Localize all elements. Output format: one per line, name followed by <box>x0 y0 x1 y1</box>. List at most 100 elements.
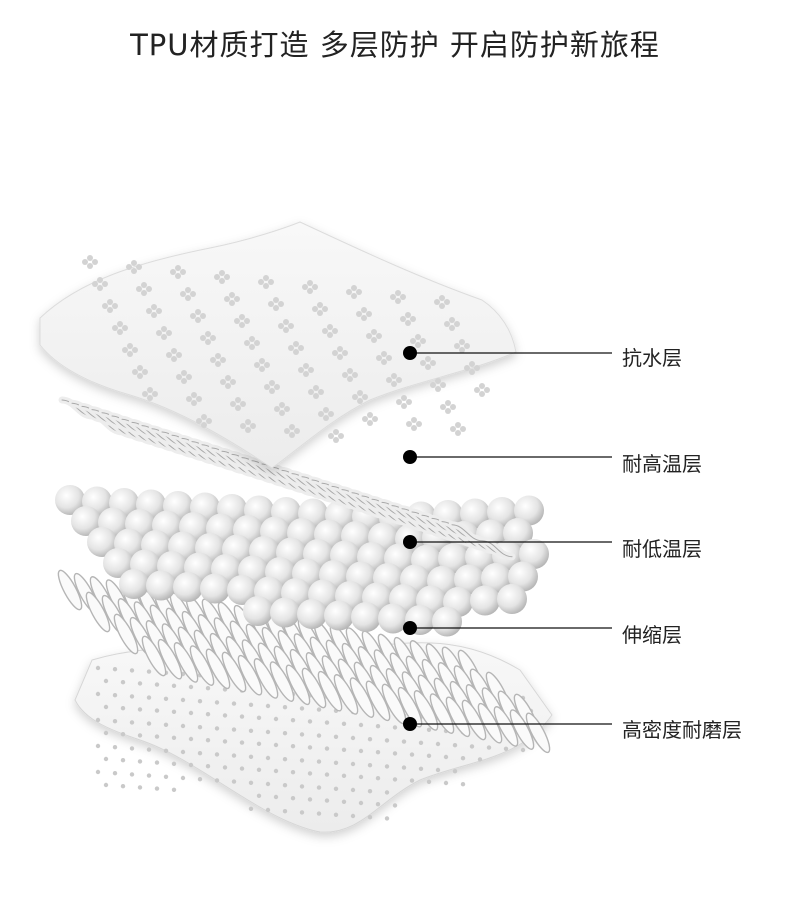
cross-perforation <box>312 302 328 316</box>
cross-perforation <box>102 299 118 313</box>
callout-dot-water-resistant <box>403 346 417 360</box>
perforation-dot <box>197 725 203 730</box>
perforation-dot <box>120 732 126 737</box>
perforation-dot <box>273 716 279 722</box>
perforation-dot <box>435 767 441 773</box>
perforation-dot <box>137 785 143 790</box>
cross-perforation <box>400 312 416 326</box>
perforation-dot <box>112 745 118 750</box>
cross-perforation <box>298 363 314 377</box>
perforation-dot <box>188 736 194 742</box>
cross-perforation <box>210 353 226 367</box>
cross-perforation <box>132 365 148 379</box>
perforation-dot <box>197 751 203 756</box>
coil-loop <box>157 638 183 680</box>
perforation-dot <box>95 665 101 671</box>
foam-ball <box>519 539 549 569</box>
perforation-dot <box>265 703 271 709</box>
perforation-dot <box>95 717 101 723</box>
perforation-dot <box>358 748 364 754</box>
foam-ball <box>173 572 203 602</box>
perforation-dot <box>316 785 322 790</box>
cross-perforation <box>410 334 426 348</box>
cross-perforation <box>220 375 236 389</box>
cross-perforation <box>268 297 284 311</box>
perforation-dot <box>375 724 381 729</box>
coil-loop <box>237 654 263 696</box>
coil-loop <box>173 642 199 683</box>
perforation-dot <box>358 774 364 780</box>
layer-label-stretch: 伸缩层 <box>622 623 682 647</box>
perforation-dot <box>503 746 509 751</box>
cross-perforation <box>180 287 196 301</box>
perforation-dot <box>477 757 483 762</box>
perforation-dot <box>367 815 373 820</box>
perforation-dot <box>222 713 228 718</box>
perforation-dot <box>154 734 160 739</box>
perforation-dot <box>163 696 169 701</box>
perforation-dot <box>282 783 288 788</box>
perforation-dot <box>418 740 424 745</box>
perforation-dot <box>443 780 449 786</box>
perforation-dot <box>239 714 245 719</box>
perforation-dot <box>95 691 101 697</box>
cross-perforation <box>122 343 138 357</box>
cross-perforation <box>362 412 378 426</box>
perforation-dot <box>299 706 305 711</box>
cross-perforation <box>82 255 98 269</box>
coil-loop <box>113 613 139 655</box>
perforation-dot <box>188 710 194 716</box>
perforation-dot <box>367 737 373 742</box>
perforation-dot <box>214 700 220 705</box>
perforation-dot <box>137 707 143 712</box>
stretch-layer-graphic <box>57 569 551 754</box>
cross-perforation <box>386 373 402 387</box>
perforation-dot <box>248 702 254 707</box>
perforation-dot <box>316 759 322 764</box>
cross-perforation <box>142 387 158 401</box>
foam-ball <box>514 495 544 526</box>
perforation-dot <box>384 816 390 821</box>
perforation-dot <box>103 756 109 762</box>
perforation-dot <box>401 739 407 744</box>
cross-perforation <box>166 348 182 362</box>
cross-perforation <box>126 260 142 274</box>
perforation-dot <box>129 668 135 673</box>
coil-loop <box>221 651 247 693</box>
foam-ball <box>227 575 257 605</box>
cross-perforation <box>332 346 348 360</box>
perforation-dot <box>333 812 339 817</box>
perforation-dot <box>265 755 271 761</box>
perforation-dot <box>163 722 169 727</box>
perforation-dot <box>239 740 245 745</box>
perforation-dot <box>384 790 390 795</box>
cross-perforation <box>186 392 202 406</box>
perforation-dot <box>265 729 271 735</box>
perforation-dot <box>265 807 271 813</box>
callout-dot-low-temp <box>403 535 417 549</box>
perforation-dot <box>307 745 313 750</box>
perforation-dot <box>282 757 288 762</box>
perforation-dot <box>409 752 415 757</box>
perforation-dot <box>273 794 279 800</box>
cross-perforation <box>112 321 128 335</box>
perforation-dot <box>307 719 313 724</box>
perforation-dot <box>299 732 305 737</box>
callout-dot-wear-resistant <box>403 717 417 731</box>
perforation-dot <box>367 789 373 794</box>
perforation-dot <box>392 803 398 808</box>
perforation-dot <box>171 761 177 766</box>
cross-perforation <box>200 331 216 345</box>
perforation-dot <box>460 756 466 761</box>
perforation-dot <box>180 723 186 729</box>
perforation-dot <box>333 760 339 765</box>
perforation-dot <box>231 779 237 784</box>
perforation-dot <box>367 763 373 768</box>
perforation-dot <box>358 800 364 806</box>
perforation-dot <box>248 728 254 733</box>
perforation-dot <box>129 694 135 699</box>
cross-perforation <box>190 309 206 323</box>
perforation-dot <box>256 715 262 720</box>
perforation-dot <box>316 733 322 738</box>
